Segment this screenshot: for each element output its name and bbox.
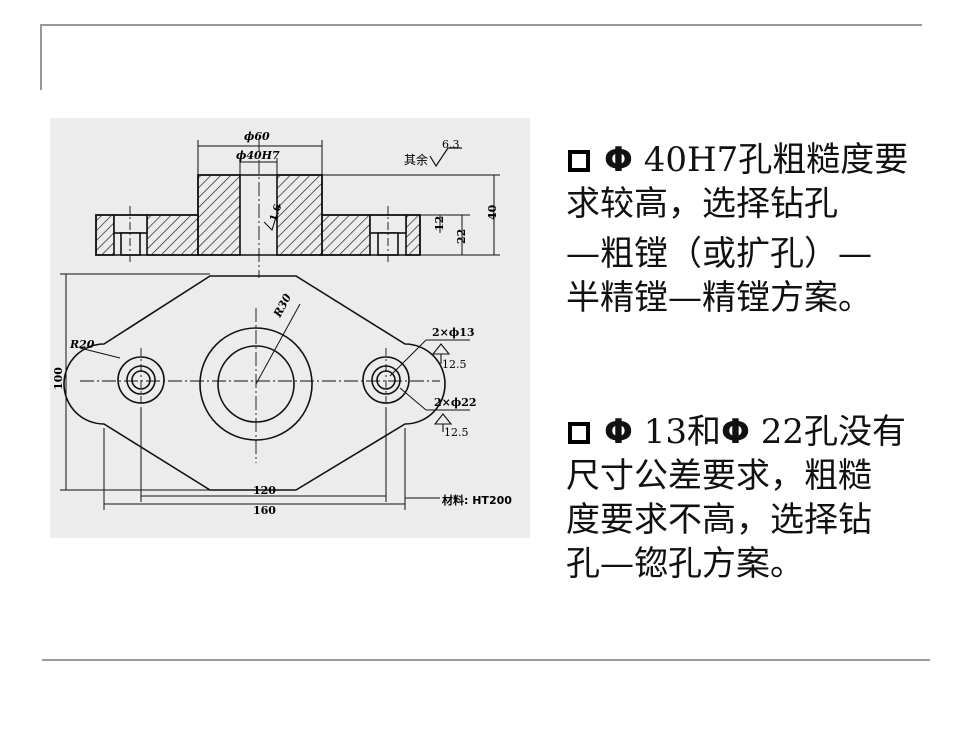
phi-symbol: Φ [604,140,633,180]
slide-top-rule [40,24,922,26]
flange-left-inner [146,214,199,256]
p2-line1: —粗镗（或扩孔）— [566,234,872,274]
roughness-1-6: 1.6 [268,203,284,223]
counterbore-left [113,214,148,234]
drill-hole-left [120,232,141,256]
square-bullet-icon [568,150,590,172]
plan-dimensions [60,273,470,510]
roughness-symbol-rest [429,147,462,168]
section-outline [95,174,421,256]
engineering-drawing: ϕ60 ϕ40H7 其余 6.3 40 22 12 1.6 [50,118,530,538]
p3-line3: 度要求不高，选择钻 [566,500,872,540]
dim-40: 40 [486,204,499,220]
square-bullet-icon [568,422,590,444]
section-view [95,138,421,278]
slide-left-rule [40,24,42,90]
plan-outline [63,275,446,491]
roughness-symbol-13 [431,343,451,364]
dim-phi60: ϕ60 [244,130,270,143]
radius-r20: R20 [69,338,95,351]
phi-symbol: Φ [720,412,750,452]
dim-phi40h7: ϕ40H7 [236,149,280,162]
p2-line2: 半精镗—精镗方案。 [566,278,872,318]
paragraph-phi40: Φ 40H7孔粗糙度要 求较高，选择钻孔 [566,138,946,226]
plan-view [63,275,446,491]
drawing-svg: ϕ60 ϕ40H7 其余 6.3 40 22 12 1.6 [52,130,512,517]
roughness-symbol-bore [263,203,281,232]
top-dimensions [197,140,500,256]
p3-part2: 22孔没有 [749,412,906,452]
roughness-13: 12.5 [442,358,467,371]
dim-12: 12 [433,216,446,231]
p1-line2: 求较高，选择钻孔 [566,184,838,224]
paragraph-phi13-phi22: Φ 13和Φ 22孔没有 尺寸公差要求，粗糙 度要求不高，选择钻 孔—锪孔方案。 [566,410,946,586]
p3-line4: 孔—锪孔方案。 [566,544,804,584]
hole-callout-2x22: 2×ϕ22 [434,396,477,409]
flange-left-outer [95,214,115,256]
dim-120: 120 [253,484,276,497]
boss-right-wall [276,174,323,256]
radius-r30: R30 [271,291,295,320]
roughness-22: 12.5 [444,426,469,439]
p1-line1: 40H7孔粗糙度要 [632,140,909,180]
flange-right-outer [405,214,421,256]
roughness-symbol-22 [433,413,453,432]
phi-symbol: Φ [604,412,633,452]
paragraph-boring-plan: —粗镗（或扩孔）— 半精镗—精镗方案。 [566,232,946,320]
slide-bottom-rule [42,659,930,661]
dim-100: 100 [52,367,65,390]
p3-part1: 13和 [632,412,721,452]
p3-line2: 尺寸公差要求，粗糙 [566,456,872,496]
hole-callout-2x13: 2×ϕ13 [432,326,475,339]
material-label: 材料: HT200 [442,493,512,507]
rest-label: 其余 [404,152,428,167]
boss-left-wall [197,174,241,256]
flange-right-inner [321,214,371,256]
rest-roughness-value: 6.3 [442,138,460,151]
dim-22: 22 [455,229,468,244]
dim-160: 160 [253,504,276,517]
